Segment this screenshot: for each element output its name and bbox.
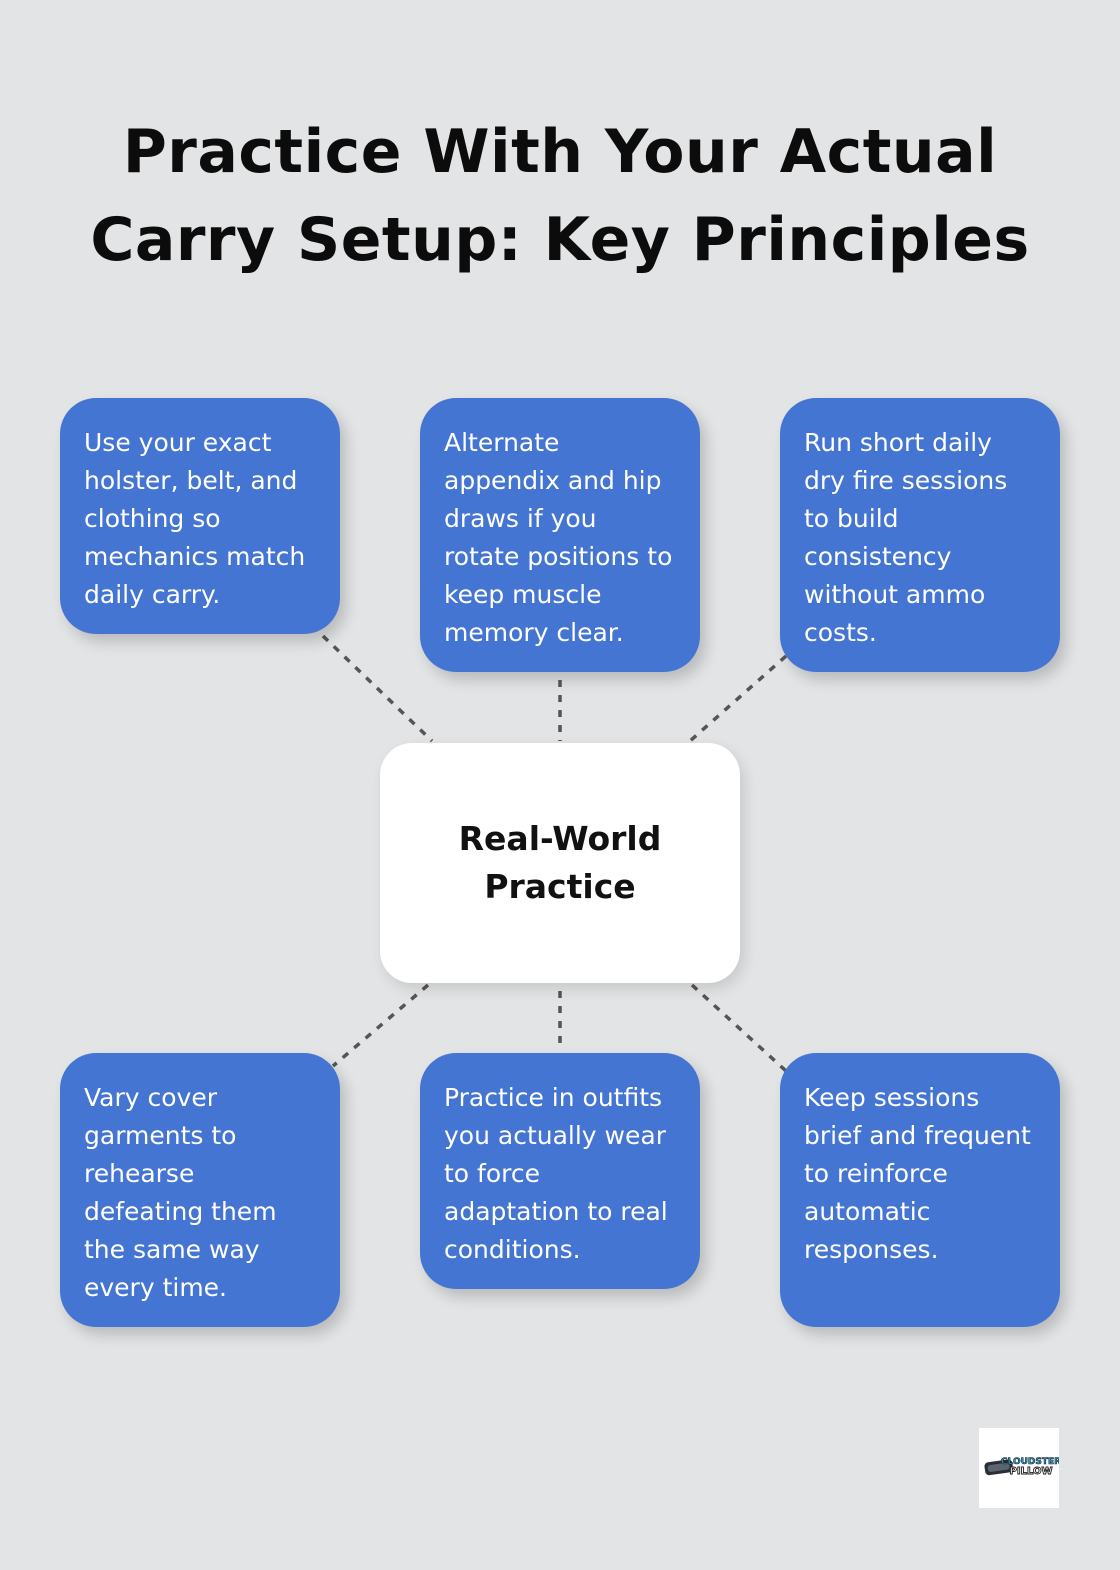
connector-top-right xyxy=(688,654,788,743)
center-node: Real-World Practice xyxy=(380,743,740,983)
connector-bottom-right xyxy=(690,983,788,1073)
svg-text:CLOUDSTER: CLOUDSTER xyxy=(1001,1457,1059,1467)
center-node-label: Real-World Practice xyxy=(458,819,662,906)
connector-bottom-left xyxy=(331,983,430,1068)
principle-card-dry-fire: Run short daily dry fire sessions to bui… xyxy=(780,398,1060,672)
principle-card-draw-positions: Alternate appendix and hip draws if you … xyxy=(420,398,700,672)
principle-card-holster: Use your exact holster, belt, and clothi… xyxy=(60,398,340,634)
brand-logo: CLOUDSTER PILLOW xyxy=(979,1428,1061,1508)
principle-card-sessions: Keep sessions brief and frequent to rein… xyxy=(780,1053,1060,1327)
page-title: Practice With Your Actual Carry Setup: K… xyxy=(90,117,1030,275)
pillow-logo-icon: CLOUDSTER PILLOW xyxy=(984,1457,1061,1477)
principle-card-outfits: Practice in outfits you actually wear to… xyxy=(420,1053,700,1289)
connector-top-left xyxy=(321,634,434,743)
svg-text:PILLOW: PILLOW xyxy=(1010,1466,1053,1477)
principle-card-cover-garments: Vary cover garments to rehearse defeatin… xyxy=(60,1053,340,1327)
